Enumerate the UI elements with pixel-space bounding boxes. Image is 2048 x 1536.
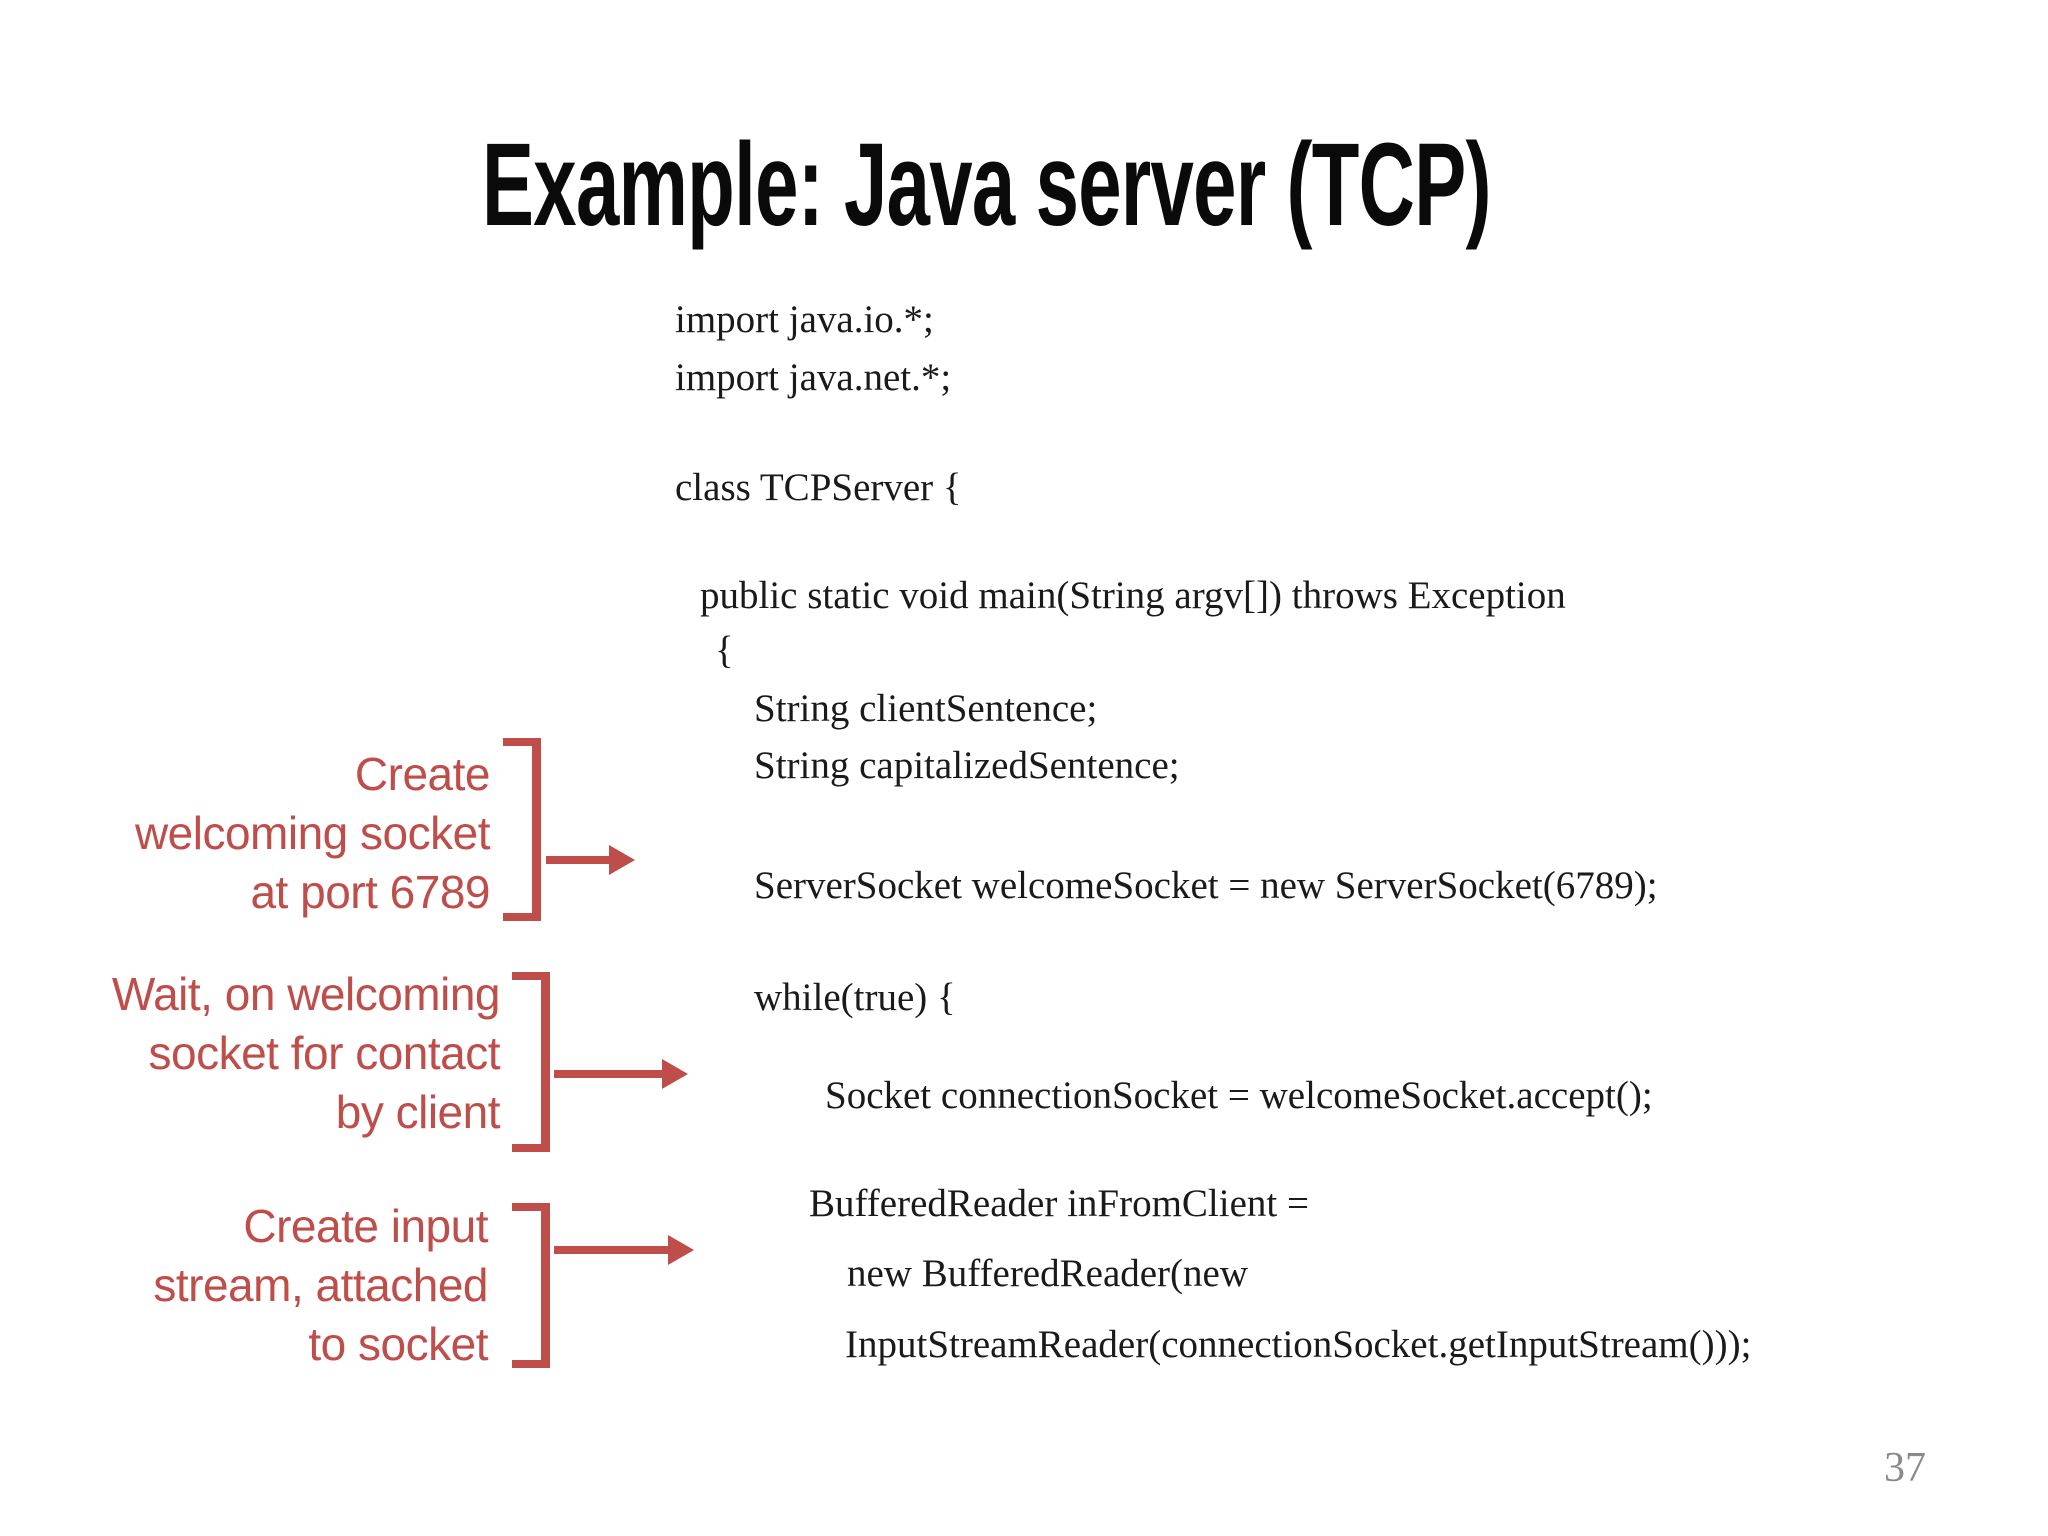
arrow-shaft — [546, 856, 609, 864]
annotation-line: Create — [354, 748, 491, 800]
code-line: String capitalizedSentence; — [754, 744, 1180, 787]
annotation-label: Wait, on welcoming socket for contact by c… — [60, 965, 501, 1142]
annotation-line: by client — [335, 1086, 501, 1138]
arrow-right-icon — [662, 1059, 688, 1089]
arrow-right-icon — [668, 1235, 694, 1265]
arrow-right-icon — [609, 845, 635, 875]
annotation-line: at port 6789 — [250, 866, 490, 918]
annotation-line: welcoming socket — [134, 807, 491, 859]
code-line: InputStreamReader(connectionSocket.getIn… — [845, 1323, 1752, 1366]
annotation-label: Create welcoming socket at port 6789 — [90, 745, 491, 922]
code-line: public static void main(String argv[]) t… — [700, 574, 1566, 617]
code-line: import java.net.*; — [675, 356, 952, 399]
code-line: Socket connectionSocket = welcomeSocket.… — [825, 1074, 1653, 1117]
arrow-shaft — [554, 1070, 662, 1078]
annotation-line: to socket — [308, 1318, 488, 1370]
code-line: { — [715, 629, 734, 672]
code-line: import java.io.*; — [675, 298, 934, 341]
code-line: class TCPServer { — [675, 466, 962, 509]
page-number: 37 — [1884, 1445, 1926, 1491]
code-line: BufferedReader inFromClient = — [809, 1182, 1309, 1225]
code-line: new BufferedReader(new — [847, 1252, 1249, 1295]
right-bracket-shape — [503, 738, 541, 921]
annotation-line: socket for contact — [148, 1027, 501, 1079]
code-line: while(true) { — [754, 976, 956, 1019]
right-bracket-shape — [512, 972, 550, 1152]
annotation-line: stream, attached — [153, 1259, 488, 1311]
code-line: ServerSocket welcomeSocket = new ServerS… — [754, 864, 1658, 907]
annotation-line: Create input — [243, 1200, 488, 1252]
annotation-label: Create input stream, attached to socket — [88, 1197, 488, 1374]
code-line: String clientSentence; — [754, 687, 1098, 730]
right-bracket-shape — [512, 1203, 550, 1368]
slide-title: Example: Java server (TCP) — [482, 119, 1491, 251]
arrow-shaft — [554, 1246, 668, 1254]
annotation-line: Wait, on welcoming — [111, 968, 501, 1020]
